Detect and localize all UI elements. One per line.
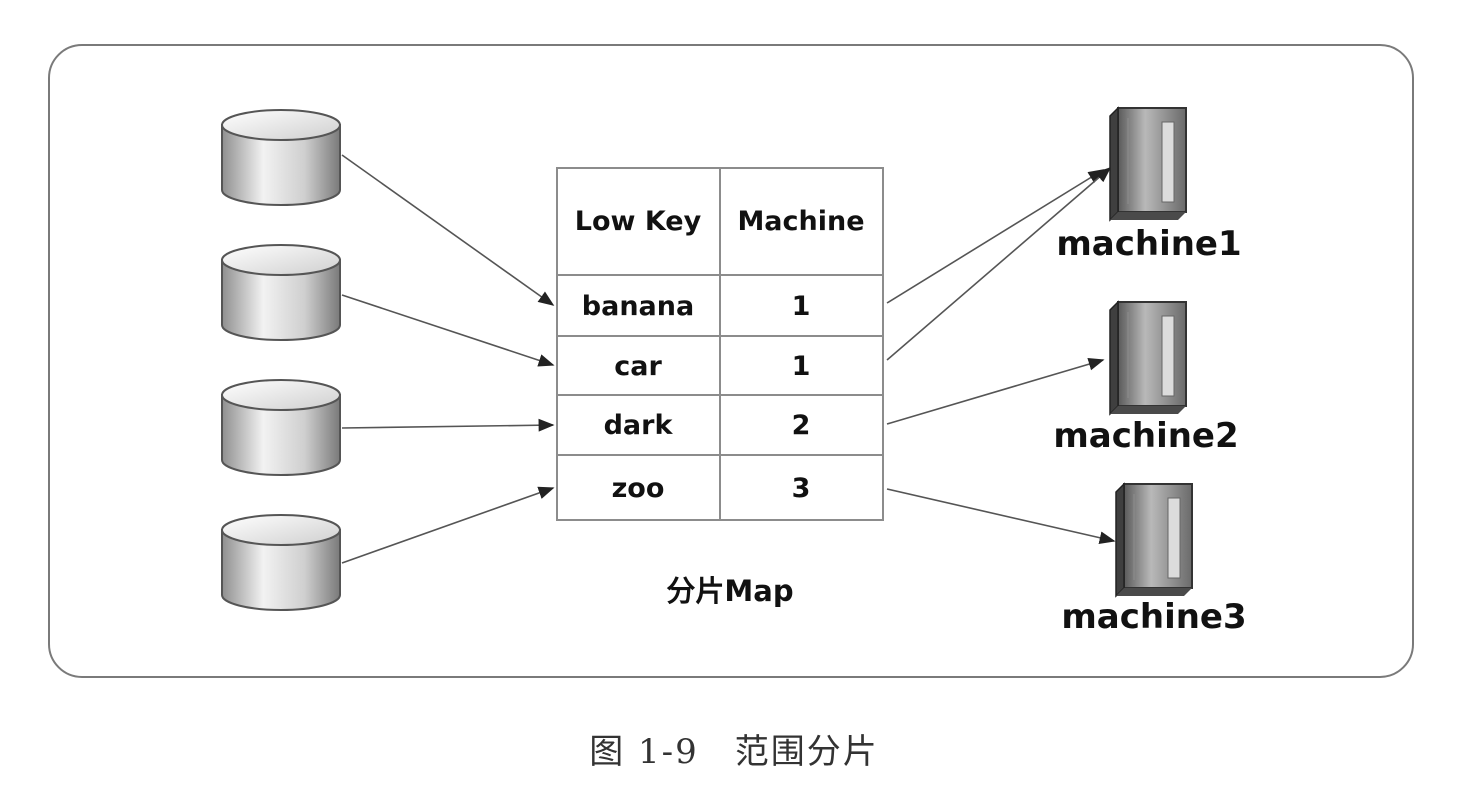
cell-low-key: car <box>614 351 662 382</box>
arrow-car-to-machine1 <box>886 166 1112 361</box>
header-machine: Machine <box>737 206 864 237</box>
shard-map-title: 分片Map <box>666 574 794 608</box>
machine2-label: machine2 <box>1053 416 1238 456</box>
machine1-label: machine1 <box>1056 224 1241 264</box>
cell-machine: 1 <box>792 351 811 382</box>
database-icon <box>221 379 341 476</box>
figure-caption: 图 1-9 范围分片 <box>589 732 879 772</box>
server-icon <box>1109 106 1187 222</box>
database-icon <box>221 244 341 341</box>
cell-low-key: dark <box>604 410 674 441</box>
diagram-frame <box>48 44 1414 678</box>
arrow-banana-to-machine1 <box>886 169 1105 304</box>
cell-low-key: zoo <box>612 473 665 504</box>
database-icon <box>221 514 341 611</box>
arrow-zoo-to-machine3 <box>886 488 1116 545</box>
server-icon <box>1109 300 1187 416</box>
cell-machine: 3 <box>792 473 811 504</box>
server-icon <box>1115 482 1193 598</box>
database-icon <box>221 109 341 206</box>
shard-map-table <box>556 167 884 521</box>
arrow-db1-to-banana <box>341 154 555 306</box>
arrow-db4-to-zoo <box>341 486 555 564</box>
arrow-dark-to-machine2 <box>886 357 1105 425</box>
cell-machine: 1 <box>792 291 811 322</box>
cell-low-key: banana <box>582 291 694 322</box>
arrow-db3-to-dark <box>341 418 555 432</box>
cell-machine: 2 <box>792 410 811 441</box>
arrow-db2-to-car <box>341 294 555 367</box>
header-low-key: Low Key <box>575 206 702 237</box>
machine3-label: machine3 <box>1061 597 1246 637</box>
